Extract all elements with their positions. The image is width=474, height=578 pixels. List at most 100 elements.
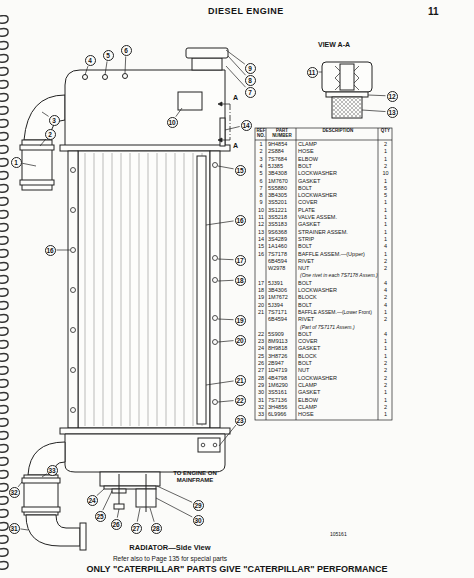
location-note: TO ENGINE ON MAINFRAME [166, 470, 224, 483]
section-line [218, 102, 230, 142]
leader-line [157, 486, 192, 502]
leader-line [368, 95, 386, 97]
callout-number: 26 [111, 519, 122, 530]
table-cell: 33 [256, 411, 266, 418]
table-cell: 1 [379, 148, 392, 155]
table-cell: 3S5201 [268, 199, 296, 206]
bolt-head [103, 75, 108, 80]
leader-line [97, 489, 104, 496]
page-title: DIESEL ENGINE [208, 7, 284, 17]
table-cell: 15 [256, 243, 266, 250]
section-letter: A [233, 142, 238, 150]
mounting-block [100, 472, 160, 486]
callout-number: 12 [387, 91, 398, 102]
tank-flange [60, 145, 230, 151]
table-cell: 1 [256, 141, 266, 148]
table-cell: 5 [379, 185, 392, 192]
callout-number: 16 [235, 215, 246, 226]
table-cell: 30 [256, 389, 266, 396]
plate [178, 92, 202, 110]
table-cell: 17 [256, 280, 266, 287]
table-cell: 7S7171 [268, 309, 296, 316]
table-cell: 1 [379, 353, 392, 360]
table-cell: 2 [379, 163, 392, 170]
table-cell: 4B4798 [268, 375, 296, 382]
table-cell: BOLT [298, 185, 378, 192]
leader-line [125, 56, 127, 73]
callout-number: 16 [45, 245, 56, 256]
section-letter: A [233, 94, 238, 102]
table-cell: 11 [256, 214, 266, 221]
table-cell: 2 [379, 367, 392, 374]
table-cell: 3S5183 [268, 221, 296, 228]
filler-neck [192, 58, 222, 70]
table-cell: 1 [379, 236, 392, 243]
callout-number: 4 [85, 55, 96, 66]
page-number: 11 [428, 6, 439, 17]
table-cell: 6B4594 [268, 258, 296, 265]
table-cell: 2 [379, 294, 392, 301]
table-cell: 9H4854 [268, 141, 296, 148]
callout-number: 3 [49, 115, 60, 126]
table-cell: 29 [256, 382, 266, 389]
spiral-binding [0, 15, 10, 570]
parts-table-frame [255, 128, 392, 420]
table-cell: 2 [379, 316, 392, 323]
callout-number: 7 [245, 87, 256, 98]
table-cell: 1D4719 [268, 367, 296, 374]
table-cell: 27 [256, 367, 266, 374]
table-cell: STRIP [298, 236, 378, 243]
table-cell: BLOCK [298, 353, 378, 360]
table-cell: 1 [379, 221, 392, 228]
table-cell: BOLT [298, 360, 378, 367]
table-cell: 18 [256, 287, 266, 294]
callout-number: 31 [9, 523, 20, 534]
hose-clamp [22, 478, 60, 483]
nut [114, 504, 124, 509]
table-cell: 13 [256, 229, 266, 236]
reference-note: Refer also to Page 135 for special parts [40, 555, 300, 562]
table-cell: 2 [379, 258, 392, 265]
leader-line [225, 127, 240, 130]
table-cell: 2S884 [268, 148, 296, 155]
side-rail [210, 151, 220, 428]
table-cell: CLAMP [298, 382, 378, 389]
leader-line [206, 221, 234, 225]
table-cell: RIVET [298, 316, 378, 323]
table-cell: 1M7670 [268, 178, 296, 185]
table-cell: 2 [379, 265, 392, 272]
callout-number: 24 [87, 495, 98, 506]
table-cell: GASKET [298, 178, 378, 185]
callout-number: 27 [131, 523, 142, 534]
table-cell: COVER [298, 199, 378, 206]
table-cell: 4 [379, 243, 392, 250]
callout-number: 19 [235, 315, 246, 326]
callout-number: 23 [235, 415, 246, 426]
table-cell: COVER [298, 338, 378, 345]
leader-line [57, 250, 71, 251]
outlet-elbow [26, 515, 80, 546]
table-cell: 22 [256, 331, 266, 338]
table-cell: NUT [298, 265, 378, 272]
outlet-pipe [28, 442, 65, 475]
table-cell: 2 [379, 382, 392, 389]
leader-line [218, 341, 234, 342]
callout-number: 25 [95, 511, 106, 522]
leader-line [22, 163, 36, 166]
table-cell: 5 [256, 170, 266, 177]
table-cell: 3B4308 [268, 170, 296, 177]
leader-line [228, 56, 246, 75]
table-cell: 3H8726 [268, 353, 296, 360]
table-cell: 5S909 [268, 331, 296, 338]
leader-line [218, 280, 234, 282]
table-cell: 8 [256, 192, 266, 199]
callout-number: 22 [235, 395, 246, 406]
callout-number: 15 [235, 165, 246, 176]
leader-line [319, 72, 323, 73]
callout-number: 9 [245, 63, 256, 74]
table-cell: 2 [379, 375, 392, 382]
drawing-number: 105161 [330, 532, 347, 538]
table-cell: 3S1221 [268, 207, 296, 214]
table-cell: CLAMP [298, 404, 378, 411]
